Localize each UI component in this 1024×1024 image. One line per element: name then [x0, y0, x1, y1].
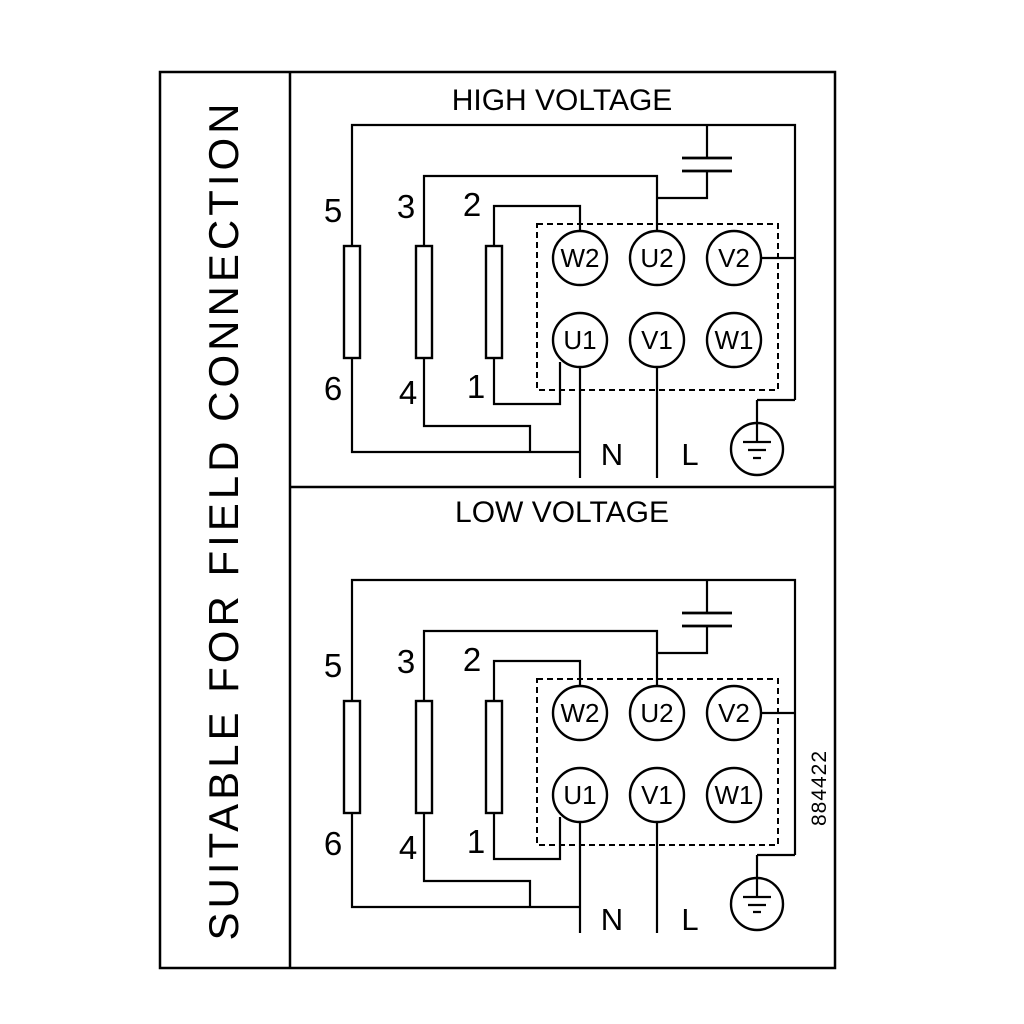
link-number-1: 1 — [467, 823, 485, 860]
wire-link3-to-u2 — [422, 629, 659, 701]
link-bar-3-4 — [414, 244, 434, 360]
link-bars-high: 5 3 2 6 4 1 — [324, 186, 504, 411]
terminal-w2-label: W2 — [561, 698, 600, 728]
terminal-v2-label: V2 — [718, 698, 750, 728]
capacitor-plates — [682, 611, 732, 628]
link-number-4: 4 — [399, 829, 417, 866]
wire-link6-bottom — [350, 813, 580, 909]
wire-link1-to-u1 — [492, 358, 562, 406]
terminal-v1-label: V1 — [641, 325, 673, 355]
terminal-block-low: W2 U2 V2 U1 V1 W1 — [536, 678, 779, 846]
link-bar-5-6 — [342, 244, 362, 360]
link-bar-2-1 — [484, 244, 504, 360]
terminal-v2 — [705, 684, 763, 742]
neutral-label-low: N — [601, 902, 623, 937]
wires-high — [350, 123, 797, 478]
neutral-label-high: N — [601, 437, 623, 472]
wire-link5-to-right-rail — [350, 123, 797, 400]
terminal-u1-label: U1 — [563, 780, 596, 810]
wire-link4-bottom — [422, 813, 532, 907]
link-number-6: 6 — [324, 825, 342, 862]
terminal-u2-label: U2 — [640, 698, 673, 728]
link-number-3: 3 — [397, 643, 415, 680]
wire-link5-to-right-rail — [350, 578, 797, 855]
part-number: 884422 — [808, 750, 831, 826]
terminal-w1-label: W1 — [715, 780, 754, 810]
wire-link6-bottom — [350, 358, 580, 454]
side-label: SUITABLE FOR FIELD CONNECTION — [200, 100, 247, 941]
outer-border — [158, 70, 837, 970]
link-bar-5-6 — [342, 699, 362, 815]
link-number-2: 2 — [463, 186, 481, 223]
line-label-high: L — [681, 437, 698, 472]
section-high-voltage: HIGH VOLTAGE 5 3 2 6 4 1 — [324, 84, 797, 478]
capacitor-leads — [657, 125, 709, 200]
terminal-u1 — [551, 311, 609, 369]
terminal-v2-label: V2 — [718, 243, 750, 273]
wire-link4-bottom — [422, 358, 532, 452]
ground-symbol-low — [729, 853, 795, 932]
terminal-v1 — [628, 311, 686, 369]
link-bar-2-1 — [484, 699, 504, 815]
link-number-5: 5 — [324, 192, 342, 229]
link-number-2: 2 — [463, 641, 481, 678]
wire-link3-to-u2 — [422, 174, 659, 246]
terminal-w2 — [551, 229, 609, 287]
terminal-v2 — [705, 229, 763, 287]
wire-link1-to-u1 — [492, 813, 562, 861]
terminal-v1-label: V1 — [641, 780, 673, 810]
ground-symbol-high — [729, 398, 795, 477]
terminal-w1-label: W1 — [715, 325, 754, 355]
link-number-6: 6 — [324, 370, 342, 407]
wire-link2-to-w2 — [492, 204, 582, 246]
terminal-block-high: W2 U2 V2 U1 V1 W1 — [536, 223, 779, 391]
capacitor-high — [657, 125, 732, 200]
terminal-u1-label: U1 — [563, 325, 596, 355]
capacitor-plates — [682, 156, 732, 173]
terminal-u2 — [628, 229, 686, 287]
section-title-low: LOW VOLTAGE — [455, 496, 669, 529]
capacitor-low — [657, 580, 732, 655]
terminal-u2-label: U2 — [640, 243, 673, 273]
terminal-u1 — [551, 766, 609, 824]
link-bar-3-4 — [414, 699, 434, 815]
terminal-w1 — [705, 311, 763, 369]
section-low-voltage: LOW VOLTAGE 5 3 2 6 4 1 — [324, 496, 797, 937]
terminal-u2 — [628, 684, 686, 742]
ground-earth-marks — [743, 853, 795, 914]
capacitor-leads — [657, 580, 709, 655]
link-bars-low: 5 3 2 6 4 1 — [324, 641, 504, 866]
section-title-high: HIGH VOLTAGE — [452, 84, 673, 117]
terminal-w2-label: W2 — [561, 243, 600, 273]
ground-earth-marks — [743, 398, 795, 460]
terminal-w1 — [705, 766, 763, 824]
line-label-low: L — [681, 902, 698, 937]
terminal-block-outline — [536, 223, 779, 391]
wires-low — [350, 578, 797, 933]
link-number-5: 5 — [324, 647, 342, 684]
link-number-3: 3 — [397, 188, 415, 225]
terminal-w2 — [551, 684, 609, 742]
link-number-4: 4 — [399, 374, 417, 411]
link-number-1: 1 — [467, 368, 485, 405]
wire-link2-to-w2 — [492, 659, 582, 701]
terminal-v1 — [628, 766, 686, 824]
terminal-block-outline — [536, 678, 779, 846]
